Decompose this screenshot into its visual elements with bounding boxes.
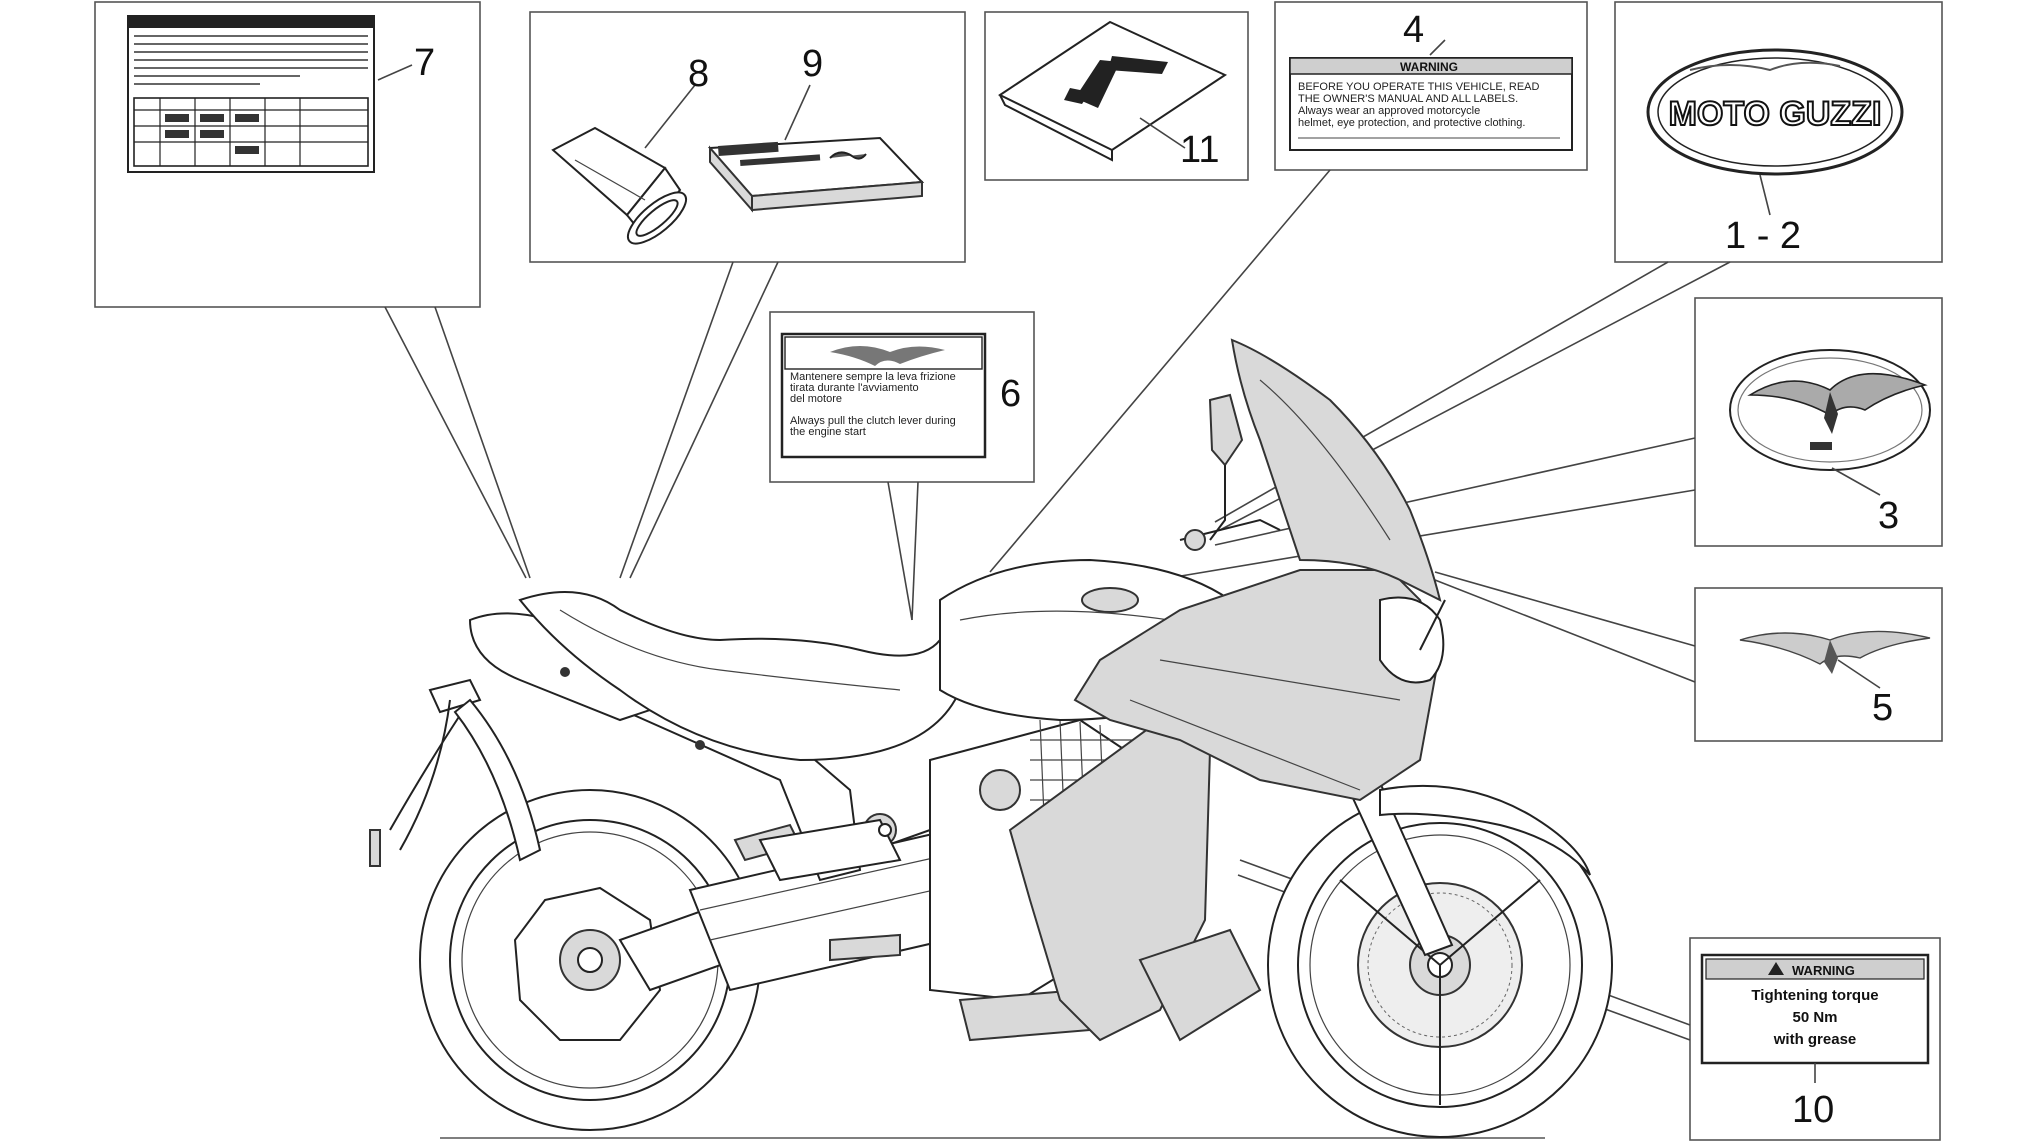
label4-line2: THE OWNER'S MANUAL AND ALL LABELS. <box>1298 93 1518 105</box>
logo-text: MOTO GUZZI <box>1669 95 1882 133</box>
box-11-toolkit-bag: 11 <box>984 11 1249 181</box>
callout-10: 10 <box>1792 1089 1834 1131</box>
label10-line3: with grease <box>1773 1031 1857 1048</box>
box-7-warning-label: 7 <box>94 1 481 308</box>
box-3-eagle-badge: 3 <box>1694 297 1943 547</box>
label10-line1: Tightening torque <box>1751 987 1878 1004</box>
label6-line1: Mantenere sempre la leva frizione <box>790 371 956 383</box>
motorcycle-illustration <box>369 338 1613 1139</box>
callout-5: 5 <box>1872 687 1893 729</box>
label4-header: WARNING <box>1400 60 1458 74</box>
seat <box>518 591 962 762</box>
callout-7: 7 <box>414 42 435 84</box>
label6-line4: Always pull the clutch lever during <box>790 415 956 427</box>
label6-line5: the engine start <box>790 426 866 438</box>
box-4-warning-label: WARNING BEFORE YOU OPERATE THIS VEHICLE,… <box>1274 1 1588 171</box>
callout-11: 11 <box>1180 129 1219 171</box>
callout-1-2: 1 - 2 <box>1725 215 1801 257</box>
label4-line3: Always wear an approved motorcycle <box>1298 105 1480 117</box>
label4-line1: BEFORE YOU OPERATE THIS VEHICLE, READ <box>1298 81 1540 93</box>
callout-3: 3 <box>1878 495 1899 537</box>
box-10-torque-warning-label: WARNING Tightening torque 50 Nm with gre… <box>1689 937 1941 1141</box>
box-6-clutch-warning-label: Mantenere sempre la leva frizione tirata… <box>769 311 1035 483</box>
callout-6: 6 <box>1000 373 1021 415</box>
callout-8: 8 <box>688 53 709 95</box>
label10-header: WARNING <box>1792 963 1855 978</box>
rear-wheel <box>419 789 761 1131</box>
windscreen <box>1230 338 1442 602</box>
front-wheel <box>1267 792 1613 1138</box>
box-1-2-logo-badge: MOTO GUZZI 1 - 2 <box>1614 1 1943 263</box>
box-5-eagle-decal: 5 <box>1694 587 1943 742</box>
front-fairing <box>1073 569 1446 802</box>
box-8-9-manual-kit: 8 9 <box>529 11 966 263</box>
label10-line2: 50 Nm <box>1792 1009 1837 1026</box>
label6-line2: tirata durante l'avviamento <box>790 382 919 394</box>
callout-4: 4 <box>1403 9 1424 51</box>
label4-line4: helmet, eye protection, and protective c… <box>1298 117 1525 129</box>
label6-line3: del motore <box>790 393 842 405</box>
callout-9: 9 <box>802 43 823 85</box>
